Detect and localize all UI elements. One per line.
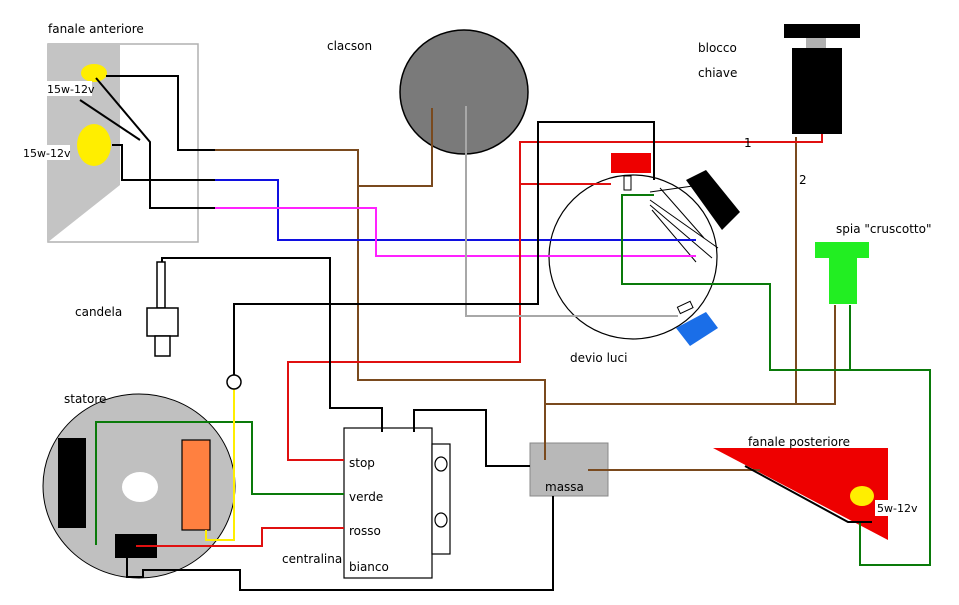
horn xyxy=(399,29,529,155)
black-wires xyxy=(126,121,872,591)
front-light xyxy=(47,43,199,243)
light-switch-label: devio luci xyxy=(570,351,627,365)
key-block-label-1: blocco xyxy=(698,41,737,55)
front-light-label: fanale anteriore xyxy=(48,22,144,36)
wire-2-label: 2 xyxy=(799,173,807,187)
ground-label: massa xyxy=(545,480,584,494)
yellow-wire xyxy=(205,388,235,541)
ecu-stop-label: stop xyxy=(349,456,375,470)
spark-plug-label: candela xyxy=(75,305,122,319)
stator xyxy=(42,393,236,579)
ecu-rosso-label: rosso xyxy=(349,524,381,538)
spark-plug xyxy=(146,261,179,357)
front-bulb-lower-label: 15w-12v xyxy=(23,147,71,160)
front-light-wiring xyxy=(79,75,215,209)
rear-bulb-label: 5w-12v xyxy=(877,502,918,515)
green-wires xyxy=(95,194,931,566)
front-bulb-upper-label: 15w-12v xyxy=(47,83,95,96)
spark-plug-connector xyxy=(226,374,242,390)
ecu-verde-label: verde xyxy=(349,490,383,504)
rear-light-label: fanale posteriore xyxy=(748,435,850,449)
dash-light-label: spia "cruscotto" xyxy=(836,222,932,236)
key-block xyxy=(784,24,860,134)
front-bulb-lower xyxy=(77,124,111,166)
wire-1-label: 1 xyxy=(744,136,752,150)
ecu-bianco-label: bianco xyxy=(349,560,389,574)
key-block-label-2: chiave xyxy=(698,66,737,80)
stator-label: statore xyxy=(64,392,106,406)
ecu-label: centralina xyxy=(282,552,342,566)
magenta-wire xyxy=(215,207,696,257)
ecu xyxy=(343,427,451,579)
light-switch xyxy=(548,153,740,346)
horn-label: clacson xyxy=(327,39,372,53)
dash-light xyxy=(815,242,869,304)
brown-wires xyxy=(215,108,836,471)
red-wires xyxy=(136,134,823,547)
blue-wire xyxy=(215,179,696,241)
front-bulb-upper xyxy=(81,64,107,82)
rear-light xyxy=(713,448,888,540)
gray-wire xyxy=(465,106,678,317)
